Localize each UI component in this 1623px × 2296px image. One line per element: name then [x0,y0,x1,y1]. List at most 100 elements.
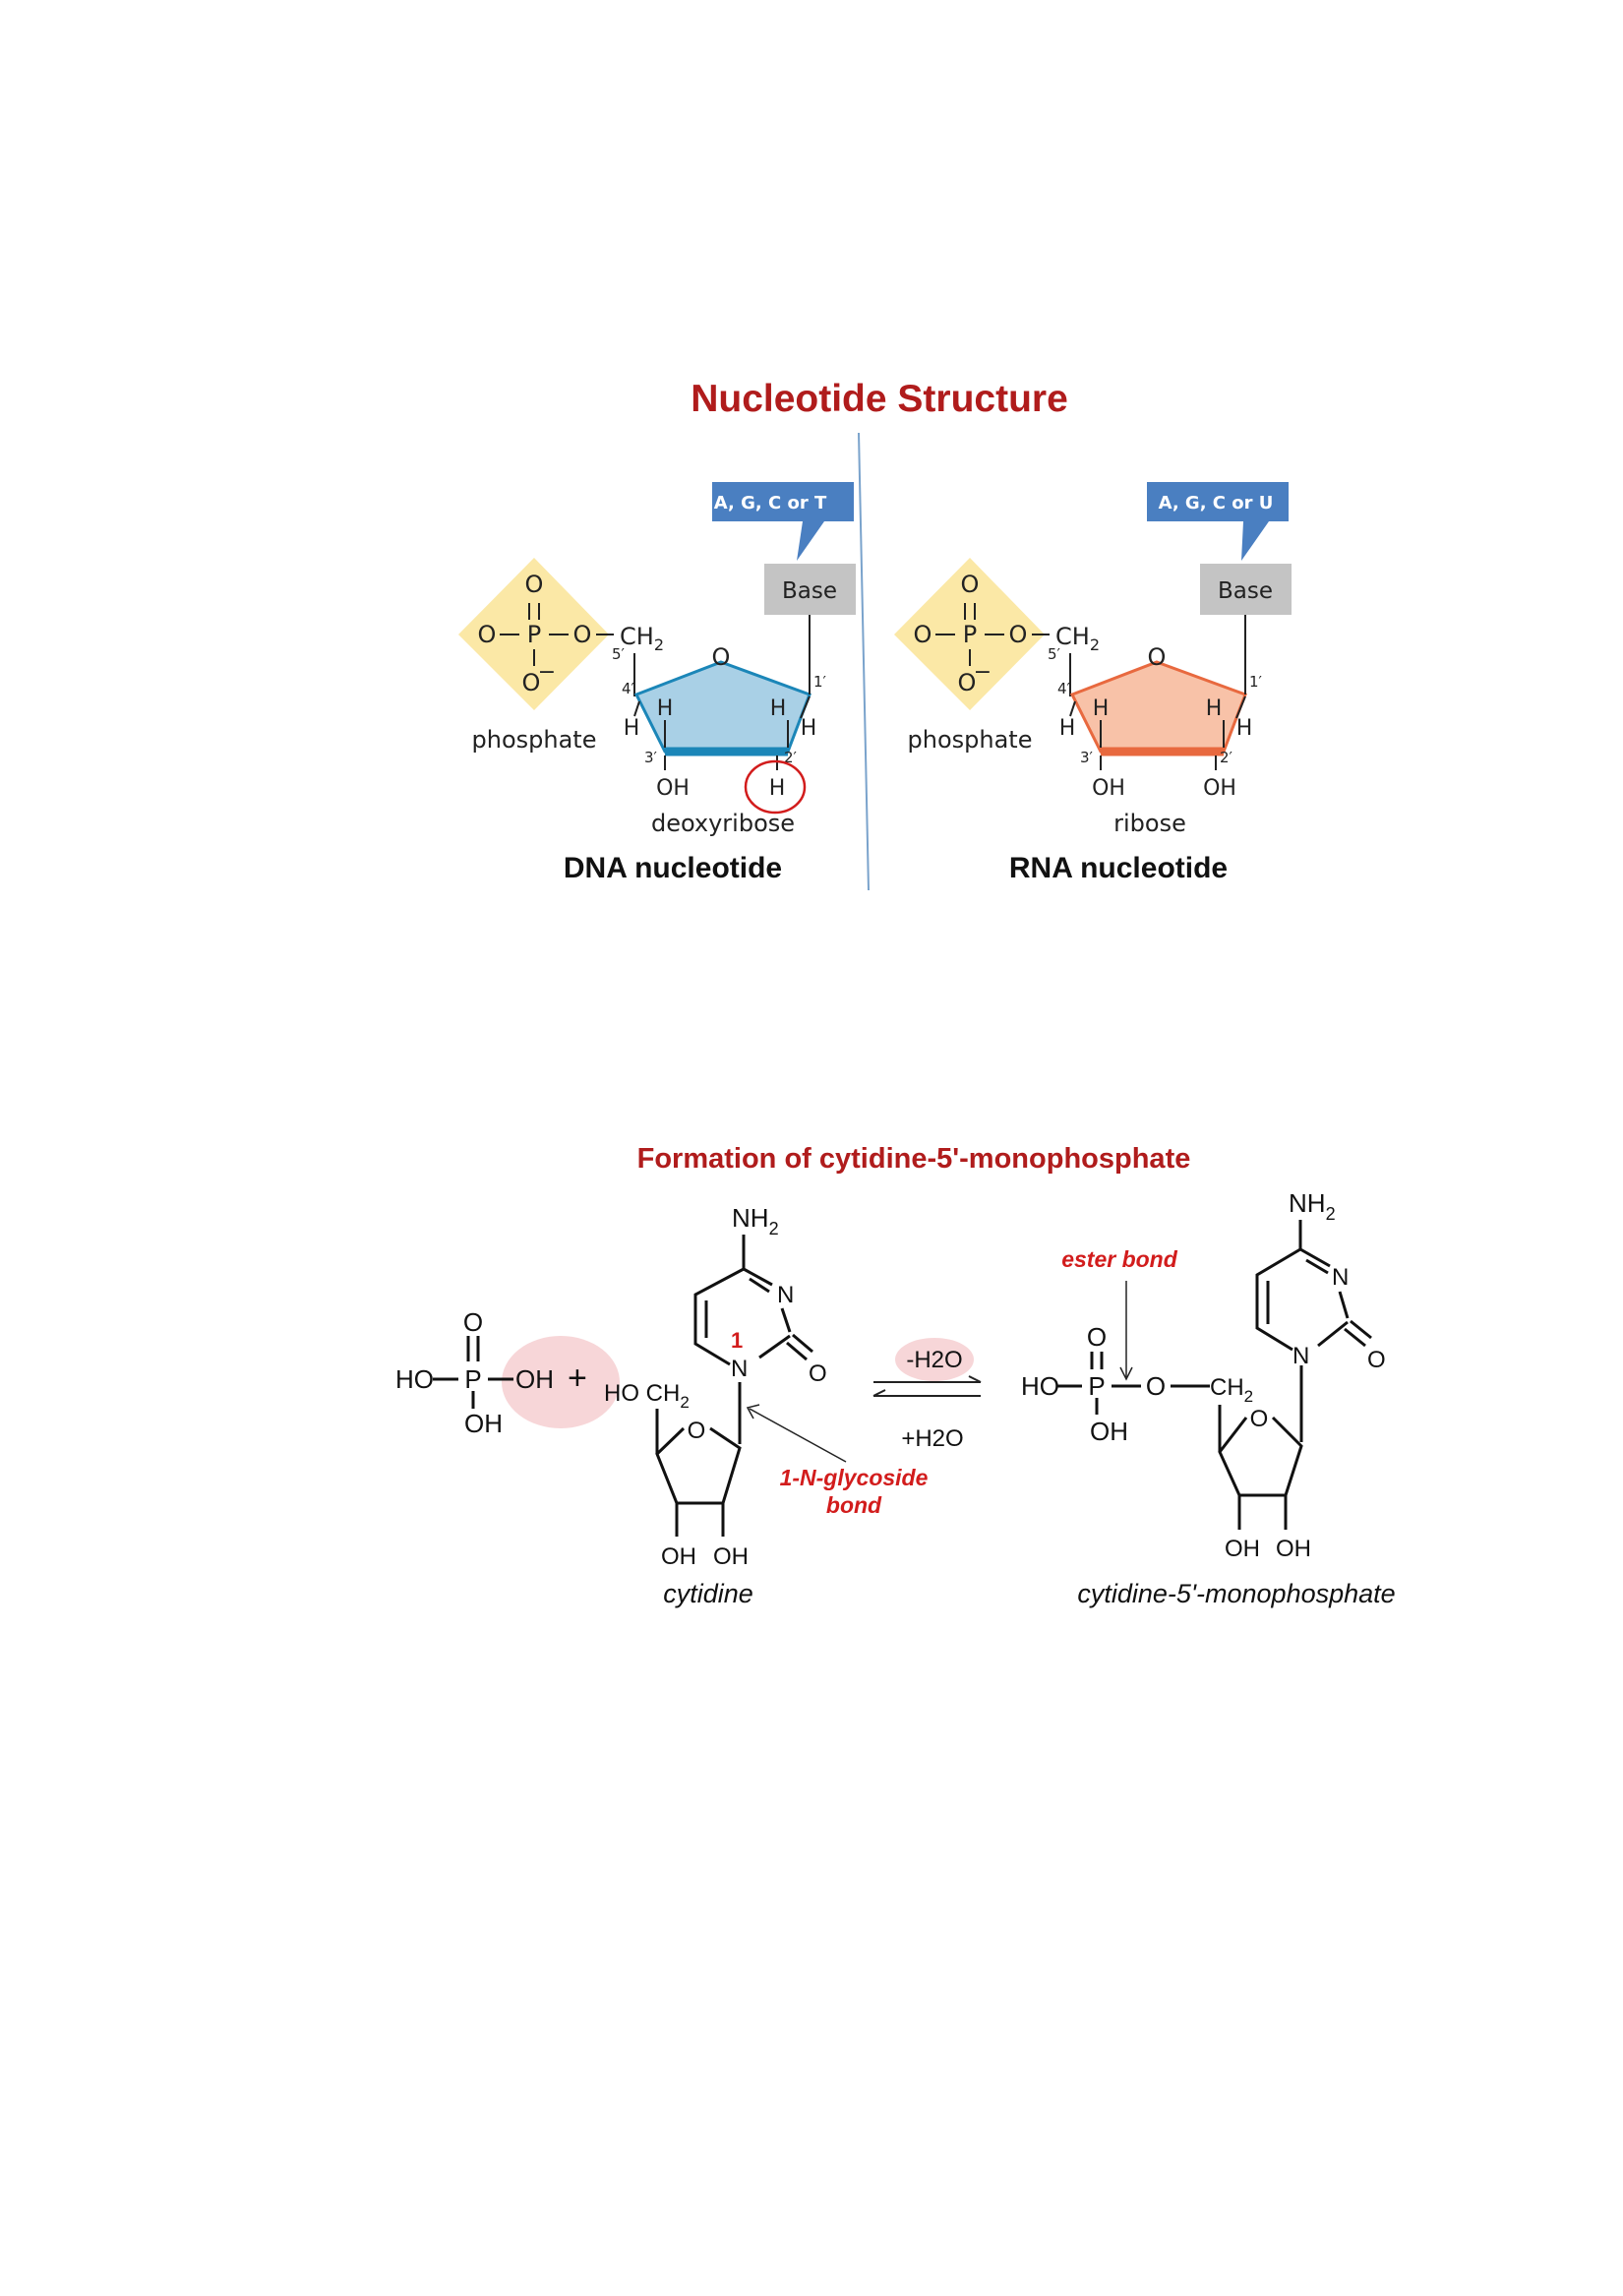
cytidine-molecule: NH2 N O N 1 HO CH2 O OH OH cytidine [604,1203,827,1608]
dna-phosphate-o-top: O [525,571,544,598]
dna-phosphate-label: phosphate [472,726,597,754]
cmp-oh-3: OH [1225,1536,1260,1562]
water-highlight [895,1338,974,1381]
rna-phosphate-o-right: O [1009,621,1028,648]
rna-phosphate-label: phosphate [908,726,1033,754]
rna-5prime: 5′ [1048,645,1061,663]
rna-h-c1: H [1236,716,1253,741]
ester-bond-label: ester bond [1061,1246,1178,1272]
dna-negative-charge: − [538,660,556,685]
cmp-phosphorus: P [1088,1371,1105,1401]
cytidine-label: cytidine [663,1579,753,1608]
cytidine-n3: N [777,1282,794,1308]
cytidine-oh-3: OH [661,1543,696,1570]
cmp-carbonyl-b [1344,1327,1366,1348]
plus-water: +H2O [901,1425,963,1452]
rna-caption: RNA nucleotide [1009,852,1228,884]
glycoside-label-line1: 1-N-glycoside [780,1465,929,1490]
acid-oh-bottom: OH [464,1409,503,1438]
rna-h-c2-inner: H [1206,696,1223,721]
cytidine-furanose-ring [655,1426,742,1505]
dna-5prime: 5′ [612,645,626,663]
cmp-label: cytidine-5'-monophosphate [1077,1579,1395,1608]
cmp-carbonyl-a [1350,1319,1372,1340]
dna-4prime: 4′ [622,680,635,697]
rna-phosphate-o-bottom: O [958,669,977,696]
glycoside-label-line2: bond [826,1492,882,1518]
cytidine-oh-2: OH [713,1543,749,1570]
cmp-o-top: O [1087,1322,1107,1352]
dna-ch2: CH2 [620,623,664,654]
acid-ho: HO [395,1364,434,1394]
cytidine-n1: N [731,1356,748,1382]
rna-base-label: Base [1218,578,1273,604]
cmp-ch2: CH2 [1210,1374,1253,1406]
rna-4prime: 4′ [1057,680,1071,697]
cmp-pyrimidine-ring [1255,1247,1331,1352]
dna-base-callout-text: A, G, C or T [714,493,827,514]
rna-ch2: CH2 [1055,623,1100,654]
dna-phosphorus: P [527,621,541,648]
oh-highlight [502,1336,620,1428]
reaction-title: Formation of cytidine-5'-monophosphate [637,1143,1191,1175]
dna-base-box [764,564,856,615]
cmp-n3: N [1332,1264,1349,1291]
reaction-plus: + [568,1359,587,1397]
phosphoric-acid: HO P OH O OH + [395,1307,587,1438]
acid-o-top: O [463,1307,483,1337]
cmp-ring-double-c4n3 [1305,1258,1329,1275]
dna-sugar-label: deoxyribose [651,810,795,837]
cytidine-bond-c2-n1 [758,1334,791,1359]
forward-arrowhead [968,1375,982,1383]
rna-3prime: 3′ [1080,749,1094,766]
rna-ring-oxygen: O [1148,643,1167,671]
rna-bond-c1-h [1235,695,1246,719]
cmp-ester-o: O [1146,1371,1166,1401]
dna-h-c4-outer: H [624,716,640,741]
dna-3-oh: OH [656,776,690,801]
cmp-bond-c2-n1 [1317,1320,1349,1348]
rna-2prime: 2′ [1220,749,1233,766]
dna-h-c4-inner: H [657,696,674,721]
rna-h-c4-inner: H [1093,696,1110,721]
glycoside-pointer [749,1408,847,1463]
dna-base-label: Base [782,578,837,604]
dna-2-substituent: H [769,776,786,801]
rna-phosphate-diamond [894,558,1045,710]
reverse-arrowhead [872,1389,886,1397]
dna-phosphate-o-left: O [478,621,497,648]
rna-phosphorus: P [963,621,977,648]
dna-caption: DNA nucleotide [564,852,782,884]
cmp-nh2: NH2 [1289,1188,1336,1224]
dna-phosphate-o-right: O [573,621,592,648]
cmp-ho: HO [1021,1371,1059,1401]
rna-base-box [1200,564,1292,615]
acid-phosphorus: P [464,1364,481,1394]
cytidine-pyrimidine-ring [693,1267,773,1366]
cmp-furanose-ring [1218,1416,1303,1497]
rna-base-callout-text: A, G, C or U [1159,493,1274,514]
dna-base-callout [712,482,854,561]
rna-base-callout [1147,482,1289,561]
minus-water: -H2O [906,1347,962,1373]
glycoside-pointer-head [746,1404,760,1420]
rna-1prime: 1′ [1249,673,1263,691]
cytidine-hoch2: HO CH2 [604,1380,690,1412]
cytidine-carbonyl-b [786,1341,808,1361]
dna-h-c2-inner: H [770,696,787,721]
cmp-oh-2: OH [1276,1536,1311,1562]
rna-3-oh: OH [1092,776,1125,801]
dna-phosphate-diamond [458,558,609,710]
cytidine-carbonyl-o: O [809,1360,827,1387]
rna-bond-c4-h-outer [1069,700,1076,717]
dna-h-c1: H [801,716,817,741]
cytidine-bond-n3-c2 [780,1307,792,1333]
rna-phosphate-o-top: O [961,571,980,598]
cytidine-ring-double-c4n3 [749,1277,770,1294]
dna-1prime: 1′ [813,673,827,691]
acid-oh-right: OH [515,1364,554,1394]
rna-2-substituent: OH [1203,776,1236,801]
cmp-molecule: ester bond HO P O O OH CH2 O OH OH N N O [1021,1188,1396,1608]
